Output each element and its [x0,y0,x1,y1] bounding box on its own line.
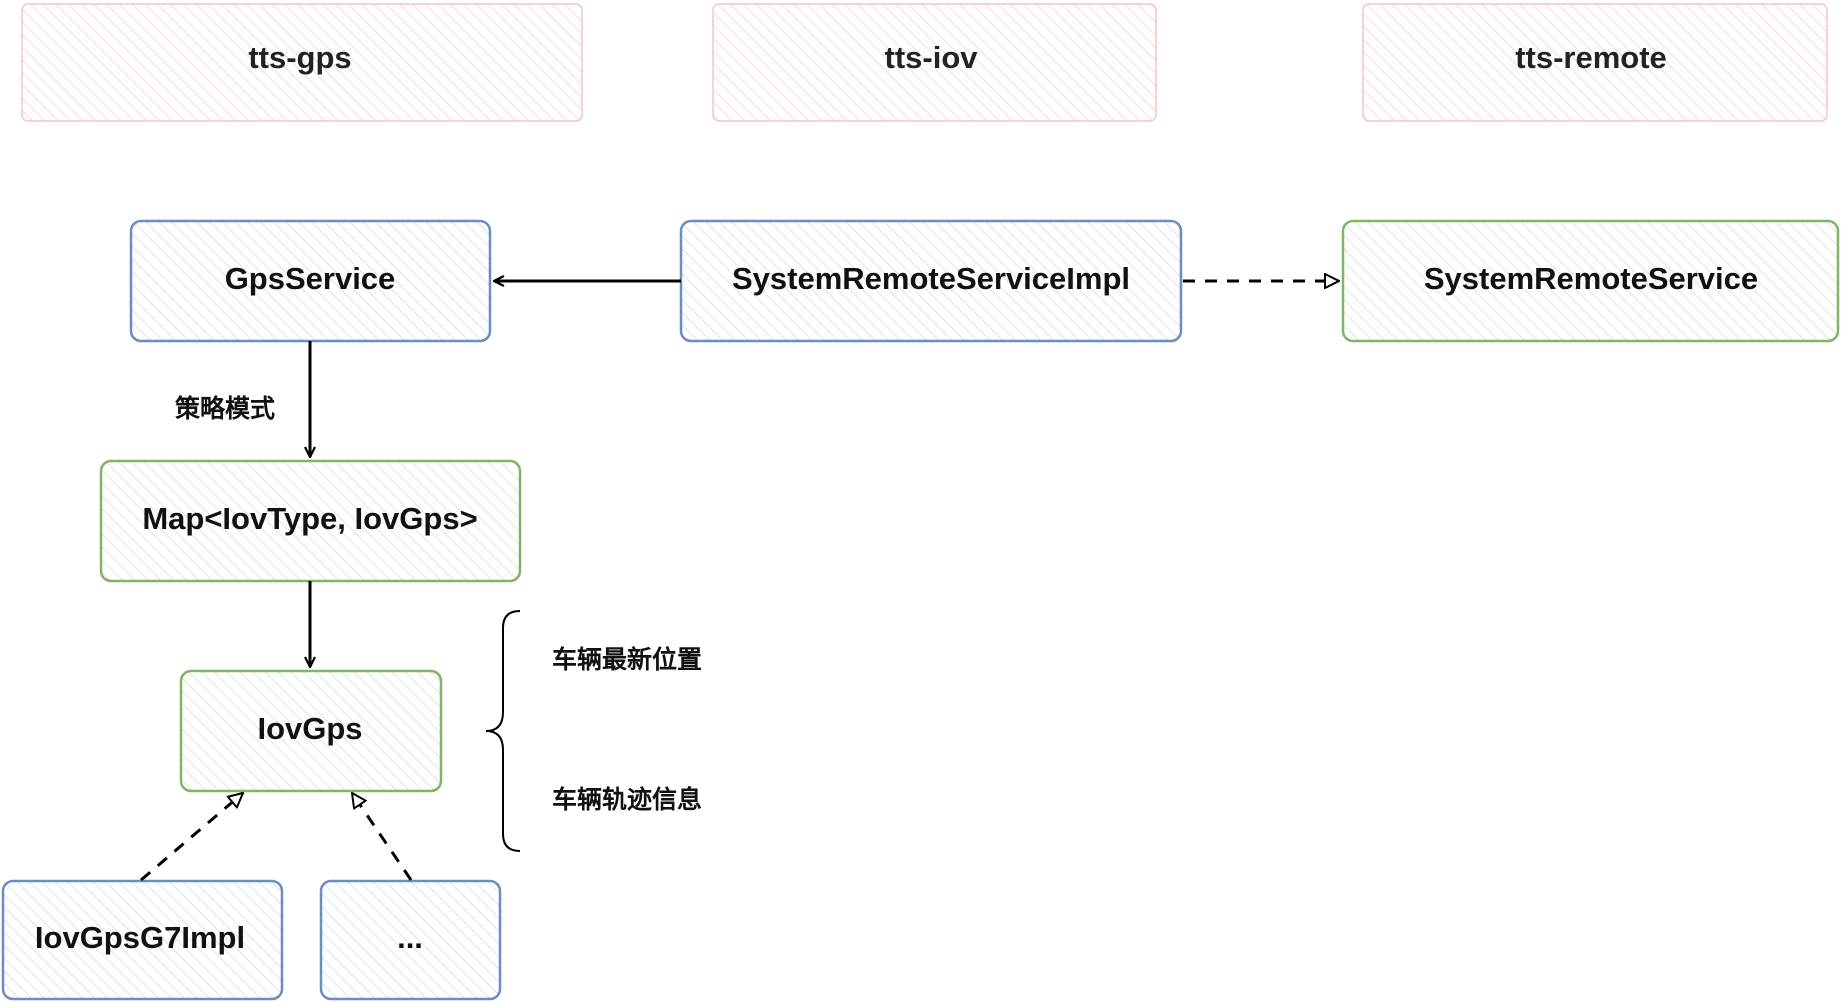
node-gps-service-label: GpsService [225,261,396,296]
curly-brace [485,610,521,852]
node-more-impl-label: ... [397,920,423,955]
node-iov-gps-label: IovGps [257,711,362,746]
node-system-remote-service-impl[interactable]: SystemRemoteServiceImpl [679,219,1183,343]
edge-g7-impl-implements-iov-gps [140,793,243,882]
node-gps-service[interactable]: GpsService [129,219,492,343]
module-tts-gps-label: tts-gps [248,40,351,75]
strategy-pattern-label: 策略模式 [175,394,275,423]
node-iov-gps-g7-impl[interactable]: IovGpsG7Impl [1,879,284,1001]
note-track-info: 车辆轨迹信息 [552,785,702,814]
node-iov-gps-g7-impl-label: IovGpsG7Impl [35,920,245,955]
module-tts-remote: tts-remote [1362,3,1828,122]
node-more-impl[interactable]: ... [319,879,502,1001]
module-tts-iov-label: tts-iov [885,40,979,75]
node-iov-map-label: Map<IovType, IovGps> [142,501,477,536]
node-iov-gps[interactable]: IovGps [179,669,443,793]
node-system-remote-service-label: SystemRemoteService [1424,261,1758,296]
module-tts-iov: tts-iov [712,3,1157,122]
edge-more-impl-implements-iov-gps [352,793,413,881]
module-tts-remote-label: tts-remote [1515,40,1667,75]
module-tts-gps: tts-gps [21,3,583,122]
note-latest-position: 车辆最新位置 [552,645,702,674]
node-system-remote-service[interactable]: SystemRemoteService [1341,219,1840,343]
node-system-remote-service-impl-label: SystemRemoteServiceImpl [732,261,1130,296]
node-iov-map[interactable]: Map<IovType, IovGps> [99,459,522,583]
